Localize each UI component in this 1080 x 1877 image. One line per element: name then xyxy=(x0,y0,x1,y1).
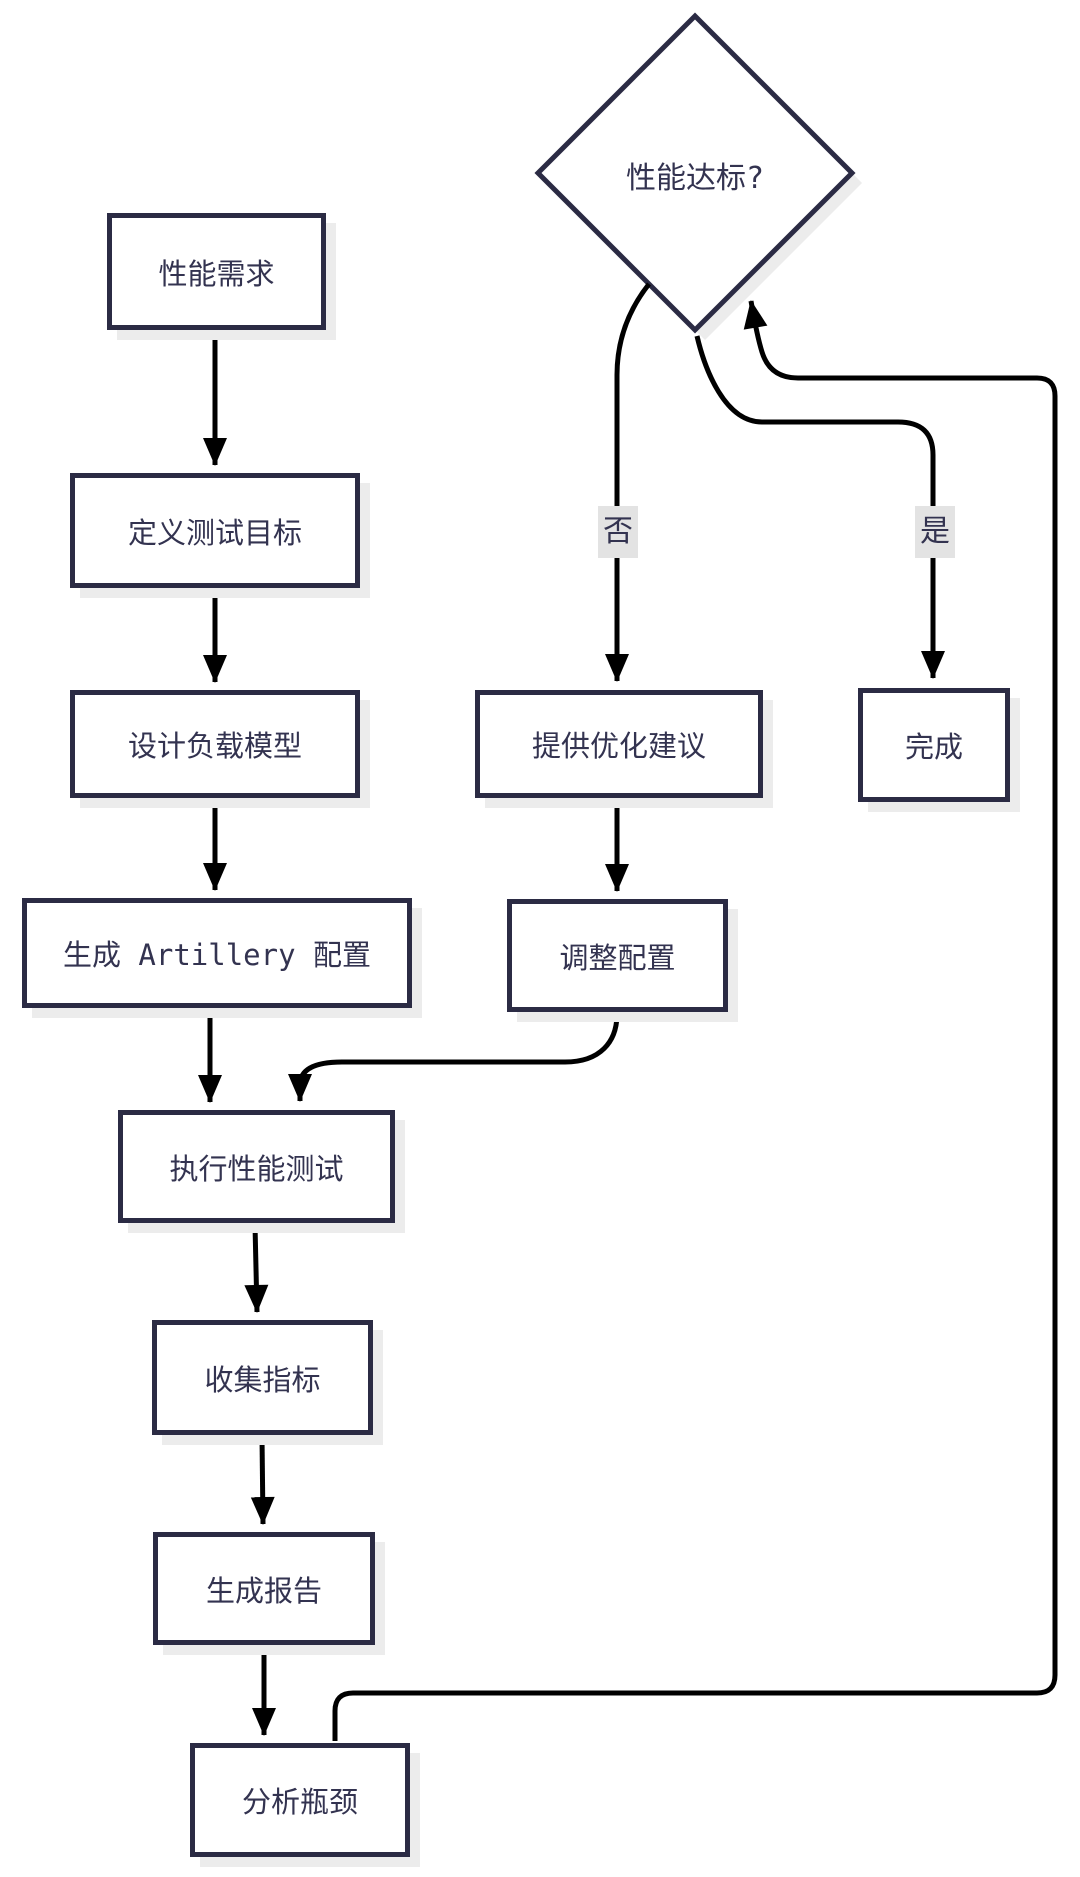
node-provide-optimization-suggestions: 提供优化建议 xyxy=(475,690,763,798)
edge-label-yes: 是 xyxy=(915,506,955,558)
decision-label-performance-met: 性能达标? xyxy=(625,161,765,196)
edge-decision-done xyxy=(694,335,945,679)
decision-diamond xyxy=(534,12,862,340)
node-collect-metrics: 收集指标 xyxy=(152,1320,373,1435)
edge-label-no: 否 xyxy=(598,506,638,558)
node-adjust-config: 调整配置 xyxy=(507,899,728,1012)
edge-metrics-report xyxy=(250,1436,275,1525)
edge-adjust-run xyxy=(288,1013,620,1102)
node-analyze-bottlenecks: 分析瓶颈 xyxy=(190,1743,410,1857)
node-generate-report: 生成报告 xyxy=(153,1532,375,1645)
edge-analyze-decision xyxy=(332,300,1058,1741)
node-generate-artillery-config: 生成 Artillery 配置 xyxy=(22,898,412,1008)
edge-run-metrics xyxy=(244,1224,269,1313)
node-run-performance-test: 执行性能测试 xyxy=(118,1110,395,1223)
node-design-load-model: 设计负载模型 xyxy=(70,690,360,798)
node-done: 完成 xyxy=(858,688,1010,802)
node-define-test-goals: 定义测试目标 xyxy=(70,473,360,588)
edge-decision-suggest xyxy=(605,282,651,682)
node-performance-requirements: 性能需求 xyxy=(107,213,326,330)
